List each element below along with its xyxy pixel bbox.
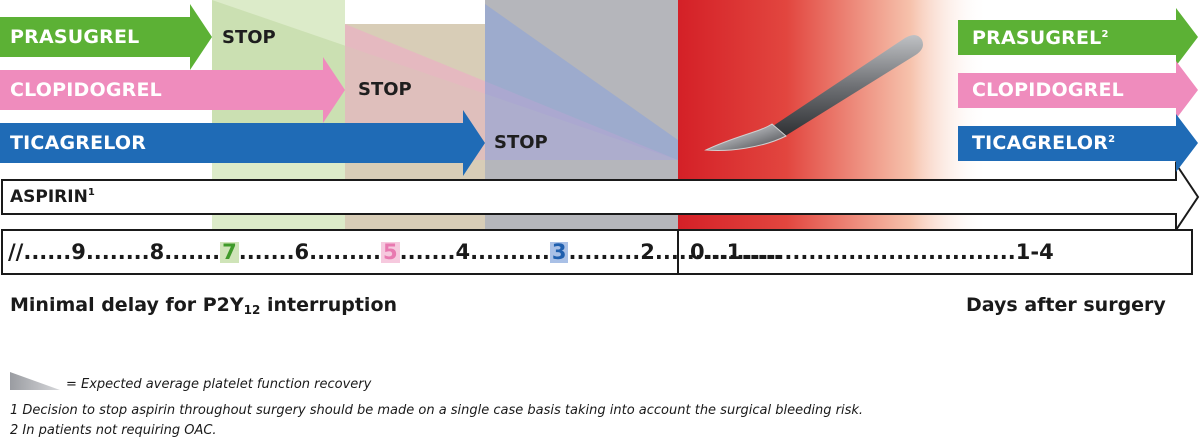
left-caption-main: Minimal delay for P2Y xyxy=(10,294,244,316)
day-3-highlight: 3 xyxy=(549,240,569,264)
prasugrel-restart-label: PRASUGREL2 xyxy=(972,29,1109,48)
aspirin-arrow xyxy=(1,160,1200,234)
clopidogrel-restart-arrow xyxy=(958,61,1198,119)
right-caption: Days after surgery xyxy=(966,294,1166,316)
prasugrel-label: PRASUGREL xyxy=(10,26,140,48)
ticagrelor-restart-footnote: 2 xyxy=(1108,134,1116,145)
clopidogrel-stop: STOP xyxy=(358,79,412,100)
recovery-triangle-icon xyxy=(10,372,60,390)
prasugrel-arrow xyxy=(0,4,212,70)
recovery-legend-text: = Expected average platelet function rec… xyxy=(66,377,372,392)
left-caption-subscript: 12 xyxy=(243,303,261,317)
ticagrelor-stop: STOP xyxy=(494,132,548,153)
timeline-days-after: 0.......................................… xyxy=(690,240,1054,264)
day-5-highlight: 5 xyxy=(380,240,400,264)
left-caption-tail: interruption xyxy=(260,294,398,316)
aspirin-name: ASPIRIN xyxy=(10,187,88,207)
left-caption: Minimal delay for P2Y12 interruption xyxy=(10,294,398,317)
aspirin-footnote: 1 xyxy=(87,187,95,198)
clopidogrel-arrow xyxy=(0,57,345,123)
prasugrel-stop: STOP xyxy=(222,27,276,48)
ticagrelor-restart-arrow xyxy=(958,114,1198,172)
footnote-1: 1 Decision to stop aspirin throughout su… xyxy=(10,403,863,418)
footnote-2: 2 In patients not requiring OAC. xyxy=(10,423,217,438)
timeline-days-before: //......9........8.......7.......6......… xyxy=(8,240,782,264)
clopidogrel-restart-name: CLOPIDOGREL xyxy=(972,79,1124,101)
prasugrel-restart-footnote: 2 xyxy=(1101,29,1109,40)
clopidogrel-restart-label: CLOPIDOGREL xyxy=(972,81,1124,100)
day-7-highlight: 7 xyxy=(220,240,239,264)
prasugrel-restart-name: PRASUGREL xyxy=(972,27,1102,49)
aspirin-label: ASPIRIN1 xyxy=(10,188,95,206)
ticagrelor-recovery-triangle xyxy=(485,4,678,160)
ticagrelor-restart-label: TICAGRELOR2 xyxy=(972,134,1115,153)
prasugrel-restart-arrow xyxy=(958,8,1198,66)
timeline-box xyxy=(1,229,1193,275)
scalpel-icon xyxy=(704,35,923,151)
clopidogrel-label: CLOPIDOGREL xyxy=(10,79,162,101)
ticagrelor-arrow xyxy=(0,110,485,176)
ticagrelor-label: TICAGRELOR xyxy=(10,132,147,154)
ticagrelor-restart-name: TICAGRELOR xyxy=(972,132,1109,154)
